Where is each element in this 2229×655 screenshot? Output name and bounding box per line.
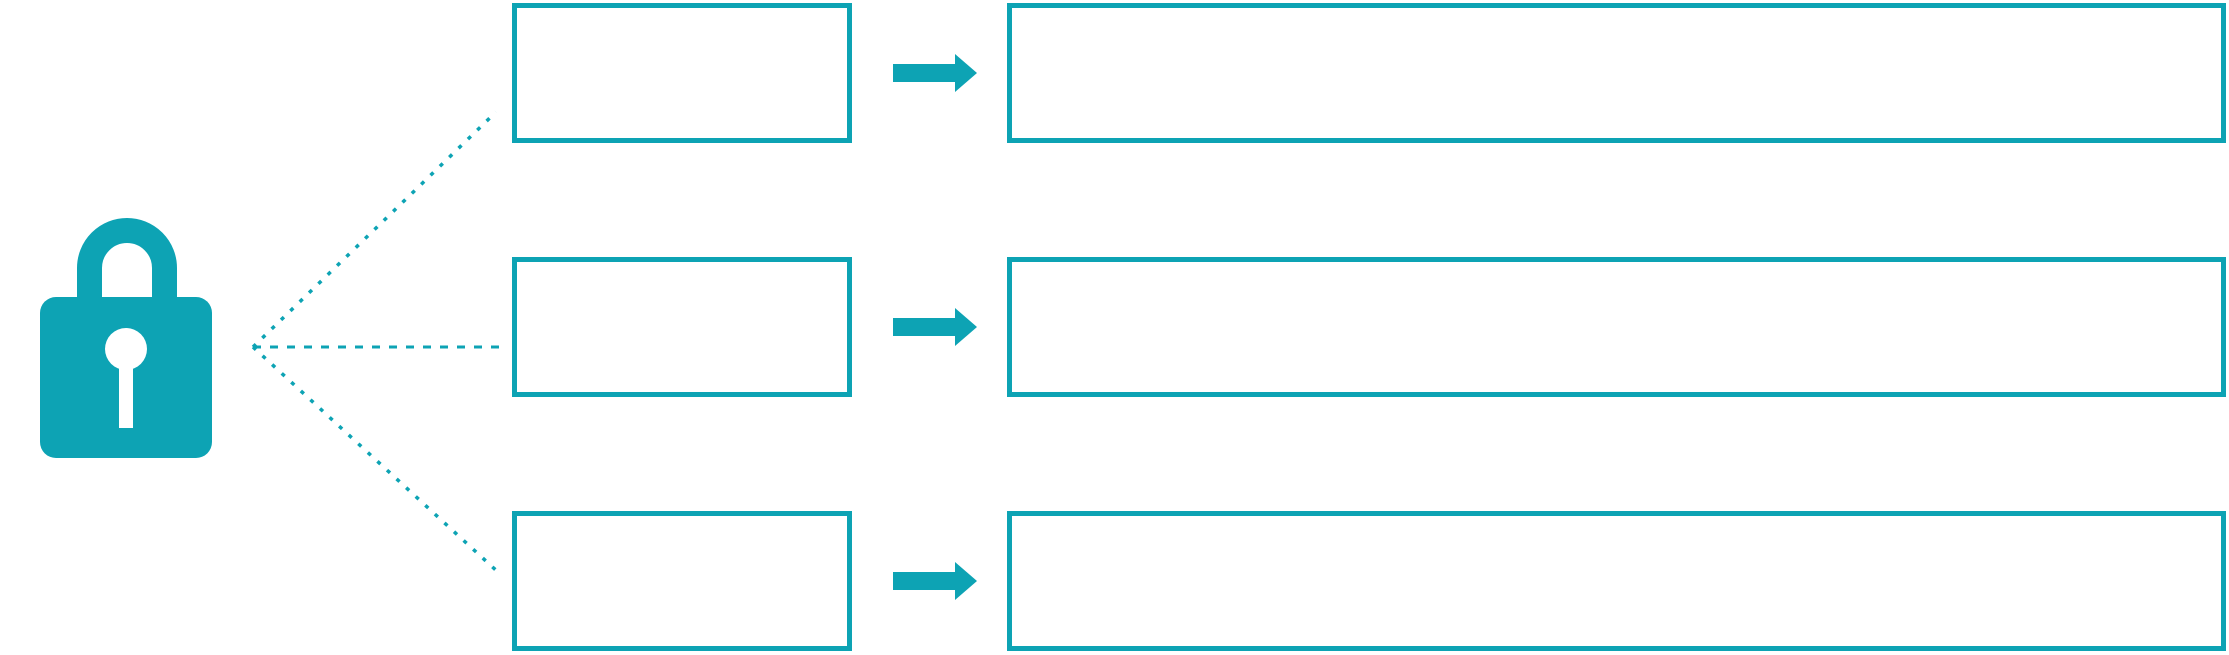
source-box-3 (512, 511, 852, 651)
padlock-shackle (77, 218, 177, 300)
connector-line-top (251, 110, 498, 349)
target-box-1 (1007, 3, 2226, 143)
dotted-connectors (251, 110, 505, 575)
source-box-2 (512, 257, 852, 397)
keyhole-circle (105, 328, 147, 370)
right-arrow-icon (893, 308, 977, 346)
padlock-icon (40, 218, 212, 458)
connector-line-bottom (251, 345, 501, 575)
target-box-2 (1007, 257, 2226, 397)
right-arrow-icon (893, 54, 977, 92)
right-arrow-icon (893, 562, 977, 600)
source-box-1 (512, 3, 852, 143)
keyhole-stem (119, 358, 133, 428)
flow-arrows (893, 54, 977, 600)
target-box-3 (1007, 511, 2226, 651)
